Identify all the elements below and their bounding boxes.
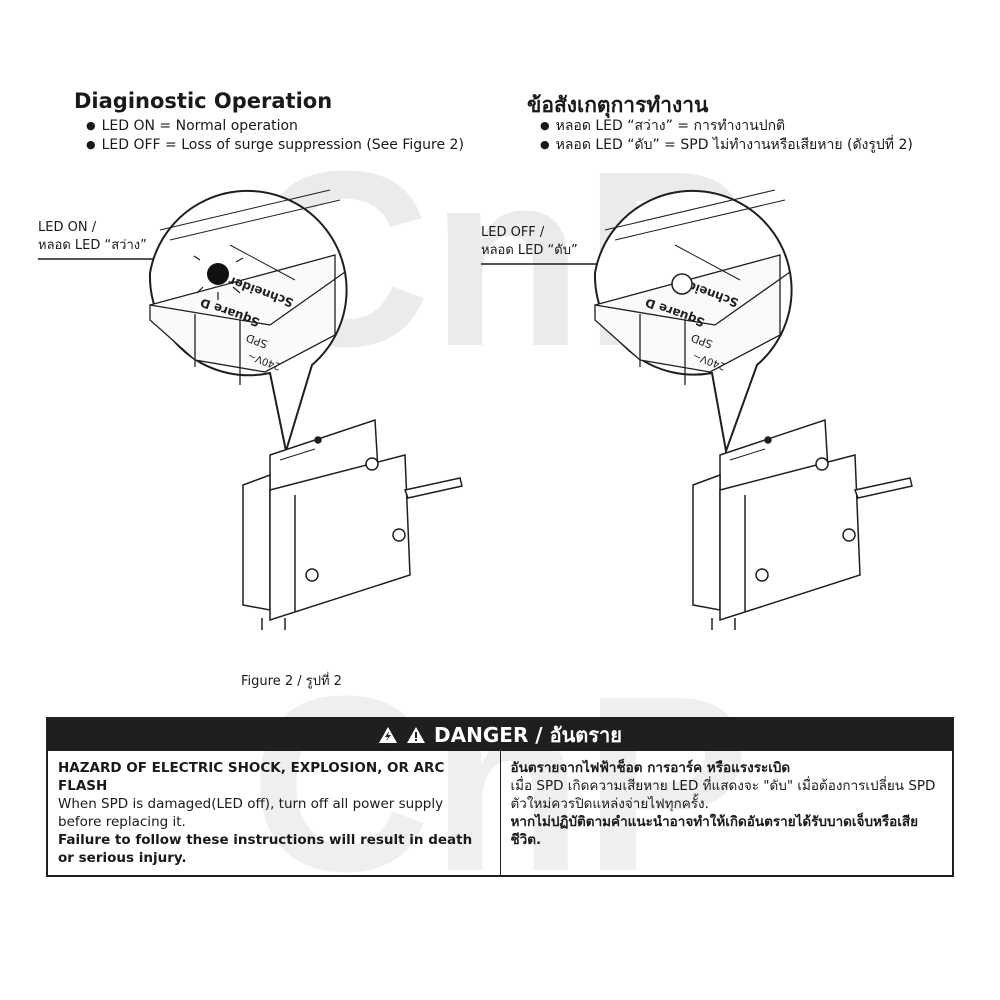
english-bullet-led-on: LED ON = Normal operation: [86, 117, 464, 136]
electric-shock-warning-icon: [379, 727, 398, 743]
thai-bullet-led-on: หลอด LED “สว่าง” = การทำงานปกติ: [540, 117, 913, 136]
magnifier-led-on: Schneider Square D SPD 240V~: [148, 189, 348, 452]
danger-header: DANGER / อันตราย: [48, 719, 952, 751]
english-title: Diaginostic Operation: [74, 89, 333, 113]
thai-title: ข้อสังเกตุการทำงาน: [527, 93, 709, 117]
thai-bullet-led-off: หลอด LED “ดับ” = SPD ไม่ทำงานหรือเสียหาย…: [540, 136, 913, 155]
figure-caption: Figure 2 / รูปที่ 2: [241, 674, 342, 689]
danger-english-column: HAZARD OF ELECTRIC SHOCK, EXPLOSION, OR …: [48, 751, 500, 875]
thai-bullet-list: หลอด LED “สว่าง” = การทำงานปกติ หลอด LED…: [540, 117, 913, 155]
danger-body: HAZARD OF ELECTRIC SHOCK, EXPLOSION, OR …: [48, 751, 952, 875]
danger-english-hazard: HAZARD OF ELECTRIC SHOCK, EXPLOSION, OR …: [58, 760, 445, 794]
english-bullet-led-off: LED OFF = Loss of surge suppression (See…: [86, 136, 464, 155]
warning-exclamation-icon: [407, 727, 426, 743]
danger-english-text: When SPD is damaged(LED off), turn off a…: [58, 796, 444, 830]
danger-english-warning: Failure to follow these instructions wil…: [58, 832, 473, 866]
spd-module-left: [242, 418, 463, 630]
spd-module-right: [692, 418, 913, 630]
english-bullet-list: LED ON = Normal operation LED OFF = Loss…: [86, 117, 464, 155]
danger-box: DANGER / อันตราย HAZARD OF ELECTRIC SHOC…: [46, 717, 954, 877]
magnifier-led-off: Schneider Square D SPD 240V~: [593, 189, 793, 455]
figure-led-on: Schneider Square D SPD 240V~: [38, 189, 463, 630]
danger-thai-warning: หากไม่ปฏิบัติตามคำแนะนำอาจทำให้เกิดอันตร…: [510, 814, 919, 848]
callout-led-off-line1: LED OFF /: [481, 225, 545, 240]
callout-led-off: LED OFF / หลอด LED “ดับ”: [481, 224, 578, 260]
callout-led-on-line1: LED ON /: [38, 220, 97, 235]
led-on-indicator: [207, 263, 229, 285]
danger-thai-hazard: อันตรายจากไฟฟ้าช็อต การอาร์ค หรือแรงระเบ…: [510, 760, 791, 776]
danger-thai-text: เมื่อ SPD เกิดความเสียหาย LED ที่แสดงจะ …: [510, 778, 936, 812]
callout-led-on-line2: หลอด LED “สว่าง”: [38, 238, 147, 253]
danger-thai-column: อันตรายจากไฟฟ้าช็อต การอาร์ค หรือแรงระเบ…: [499, 751, 953, 875]
danger-heading: DANGER / อันตราย: [434, 723, 622, 747]
callout-led-on: LED ON / หลอด LED “สว่าง”: [38, 219, 147, 255]
led-off-indicator: [671, 273, 693, 295]
figure-led-off: Schneider Square D SPD 240V~: [481, 189, 913, 630]
callout-led-off-line2: หลอด LED “ดับ”: [481, 243, 578, 258]
